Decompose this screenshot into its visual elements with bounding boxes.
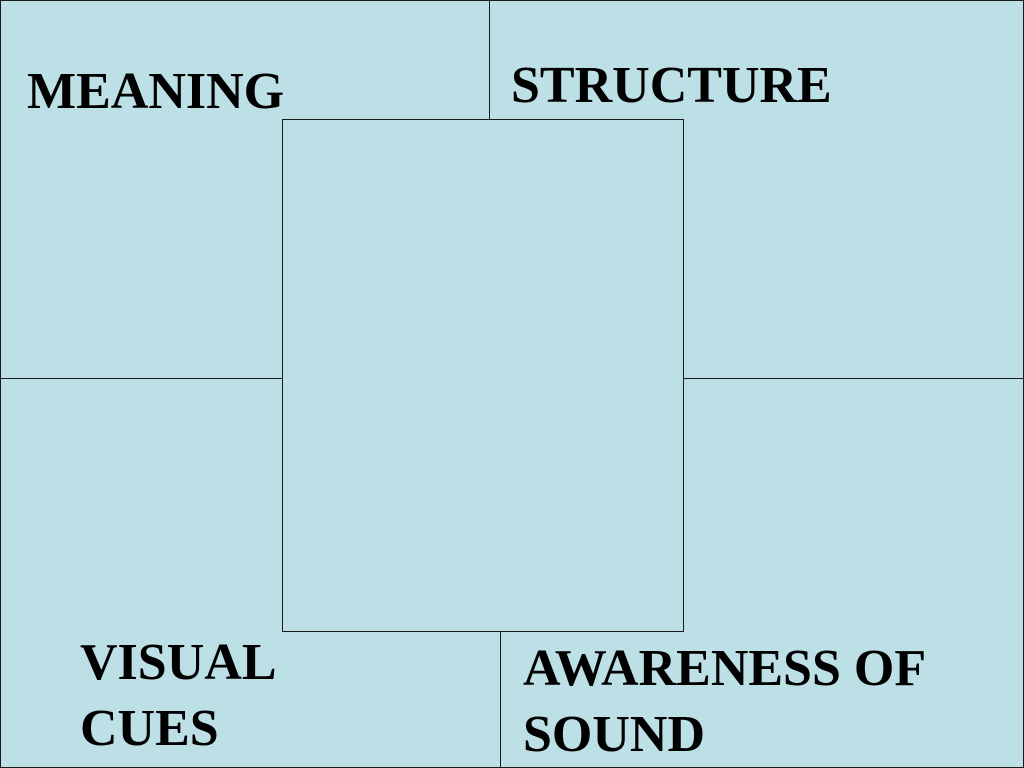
structure-label-line-1: STRUCTURE [511, 57, 832, 114]
center-box [282, 119, 684, 632]
awareness-of-sound-label: AWARENESS OF SOUND [523, 636, 926, 768]
awareness-of-sound-label-line-2: SOUND [523, 706, 706, 763]
visual-cues-label-line-2: CUES [80, 700, 219, 757]
meaning-label: MEANING [27, 59, 284, 125]
visual-cues-label: VISUAL CUES [80, 630, 277, 762]
awareness-of-sound-label-line-1: AWARENESS OF [523, 640, 927, 697]
meaning-label-line-1: MEANING [27, 63, 285, 120]
structure-label: STRUCTURE [511, 53, 832, 119]
visual-cues-label-line-1: VISUAL [80, 634, 277, 691]
